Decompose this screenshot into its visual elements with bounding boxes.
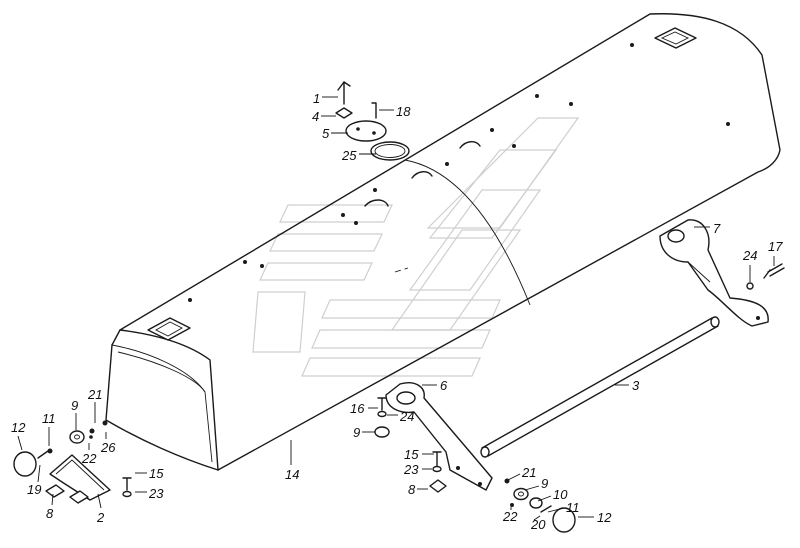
part-label-26: 26 [100, 440, 116, 455]
part-label-9: 9 [353, 425, 360, 440]
part-label-21: 21 [521, 465, 536, 480]
part-label-11: 11 [566, 500, 580, 515]
right-bracket [659, 219, 769, 327]
leader-line-9 [524, 485, 540, 491]
part-label-23: 23 [403, 462, 419, 477]
leader-line-19 [37, 464, 41, 483]
part-label-8: 8 [46, 506, 54, 521]
left-bracket [45, 454, 111, 504]
part-label-15: 15 [149, 466, 164, 481]
part-label-19: 19 [27, 482, 41, 497]
part-label-6: 6 [440, 378, 448, 393]
part-label-12: 12 [11, 420, 26, 435]
part-label-23: 23 [148, 486, 164, 501]
part-label-14: 14 [285, 467, 299, 482]
cover-panel [105, 13, 781, 471]
part-label-9: 9 [71, 398, 78, 413]
center-hardware [374, 397, 447, 493]
part-label-24: 24 [399, 409, 414, 424]
left-hardware [13, 420, 132, 498]
leader-line-10 [537, 495, 552, 502]
leader-line-21 [507, 473, 521, 481]
leader-line-20 [533, 515, 541, 521]
leader-line-2 [97, 493, 102, 509]
part-label-10: 10 [553, 487, 568, 502]
part-label-25: 25 [341, 148, 357, 163]
part-label-24: 24 [742, 248, 757, 263]
part-label-18: 18 [396, 104, 411, 119]
part-label-8: 8 [408, 482, 416, 497]
part-label-5: 5 [322, 126, 330, 141]
tie-rod [480, 316, 720, 458]
part-label-9: 9 [541, 476, 548, 491]
right-hardware [504, 478, 576, 533]
center-bracket [385, 382, 493, 491]
part-label-20: 20 [530, 517, 546, 532]
part-label-3: 3 [632, 378, 640, 393]
bolt-17-washer-24 [746, 263, 785, 290]
part-label-7: 7 [713, 221, 721, 236]
part-label-21: 21 [87, 387, 102, 402]
part-label-15: 15 [404, 447, 419, 462]
part-label-22: 22 [81, 451, 97, 466]
filler-cap-group [335, 81, 410, 161]
leader-line-12 [17, 435, 23, 451]
part-label-2: 2 [96, 510, 105, 525]
part-label-11: 11 [42, 411, 56, 426]
part-label-4: 4 [312, 109, 319, 124]
part-label-12: 12 [597, 510, 612, 525]
part-label-17: 17 [768, 239, 783, 254]
leader-line-8 [51, 493, 54, 506]
part-label-22: 22 [502, 509, 518, 524]
part-label-16: 16 [350, 401, 365, 416]
leader-line-11 [547, 507, 565, 513]
part-label-1: 1 [313, 91, 320, 106]
watermark-logo [252, 117, 580, 377]
